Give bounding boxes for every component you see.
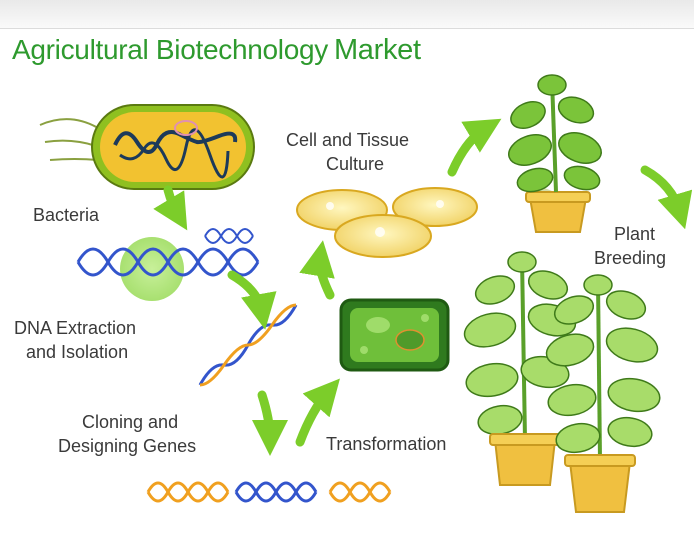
title-part-2: Market xyxy=(333,34,421,66)
label-plant-breeding-line2: Breeding xyxy=(594,248,667,268)
label-dna-extraction-line2: and Isolation xyxy=(26,342,129,362)
label-bacteria: Bacteria xyxy=(33,205,100,225)
process-arrows xyxy=(153,118,693,456)
highlight-glow xyxy=(120,237,184,301)
label-transformation: Transformation xyxy=(326,434,447,454)
label-cell-culture-line1: Cell and Tissue xyxy=(286,130,410,150)
label-cloning-line1: Cloning and xyxy=(82,412,179,432)
label-dna-extraction-line1: DNA Extraction xyxy=(14,318,137,338)
label-cloning-line2: Designing Genes xyxy=(58,436,197,456)
cloned-genes-icon xyxy=(146,481,392,503)
plants-icon xyxy=(463,251,661,513)
arrow-plant-to-breeding xyxy=(640,165,693,230)
bacterium-illustration xyxy=(39,104,255,190)
dna-fragment-icon xyxy=(198,303,298,387)
arrow-bacteria-to-dna xyxy=(153,185,188,231)
top-bar xyxy=(0,0,694,29)
arrow-dna-to-fragment xyxy=(227,270,277,330)
arrow-fragment-to-genes xyxy=(251,390,288,456)
arrow-cell-to-culture xyxy=(299,240,335,300)
plant-cell-illustration xyxy=(339,298,450,372)
title-part-1: Agricultural Biotechnology xyxy=(12,34,328,65)
dna-helix-icon xyxy=(76,228,260,277)
label-cell-culture-line2: Culture xyxy=(326,154,385,174)
arrow-culture-to-plant xyxy=(447,118,502,177)
petri-dishes-illustration xyxy=(296,187,478,258)
label-plant-breeding-line1: Plant xyxy=(614,224,656,244)
plant-icon xyxy=(508,74,602,233)
arrow-genes-to-transformation xyxy=(295,378,340,447)
